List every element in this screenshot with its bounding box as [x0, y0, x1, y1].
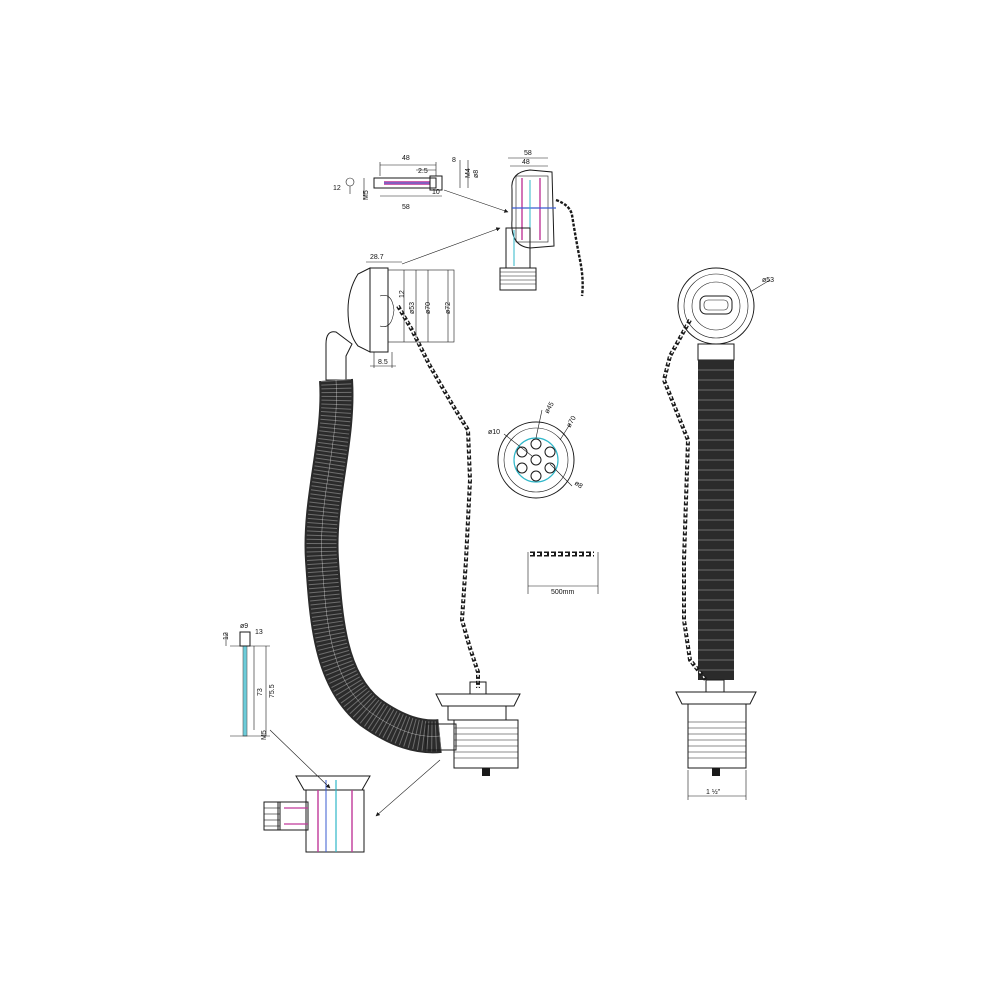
callout-arrow-2 — [401, 227, 501, 265]
dim-12: 12 — [399, 290, 406, 298]
overflow-screw-detail: 48 8 2.5 10 58 12 M5 M4 ø8 — [333, 155, 509, 213]
dim-73: 73 — [257, 688, 264, 696]
dim-58: 58 — [402, 204, 410, 211]
dim-m4: M4 — [465, 168, 472, 178]
waste-section-view — [263, 775, 371, 853]
grid-plan-view: ø10 ø45 ø70 ø8 — [488, 401, 584, 499]
front-view-assembly: ø53 — [661, 267, 774, 800]
callout-arrow-4 — [269, 729, 331, 789]
dim-m5: M5 — [363, 190, 370, 200]
dim-72: ø72 — [445, 302, 452, 314]
dim-13: 13 — [255, 629, 263, 636]
dim-58: 58 — [524, 150, 532, 157]
chain-left — [396, 304, 480, 688]
callout-arrow-1 — [443, 189, 509, 213]
flexible-hose — [304, 378, 442, 754]
dim-8: ø8 — [573, 480, 584, 490]
overflow-section-view: 58 48 — [499, 150, 584, 297]
dim-thread: 1 ½" — [706, 788, 721, 796]
dim-53: ø53 — [762, 277, 774, 284]
dim-9: ø9 — [240, 623, 248, 630]
dim-53: ø53 — [409, 302, 416, 314]
dim-8b: ø8 — [473, 170, 480, 178]
dim-12: 12 — [223, 632, 230, 640]
dim-2-5: 2.5 — [418, 168, 428, 175]
dim-70: ø70 — [425, 302, 432, 314]
callout-arrow-3 — [375, 759, 441, 817]
dim-12: 12 — [333, 185, 341, 192]
dim-28-7: 28.7 — [370, 254, 384, 261]
dim-70: ø70 — [566, 415, 578, 429]
dim-10: 10 — [432, 189, 440, 196]
dim-75-5: 75.5 — [269, 684, 276, 698]
dim-45: ø45 — [544, 401, 556, 415]
rod-detail: ø9 13 12 73 75.5 M5 — [223, 623, 331, 789]
dim-48: 48 — [402, 155, 410, 162]
waste-body-left — [425, 681, 521, 776]
dim-8-5: 8.5 — [378, 359, 388, 366]
chain-length-label: 500mm — [551, 589, 575, 596]
chain-length-sample: 500mm — [527, 551, 599, 596]
overflow-side-view: 28.7 ø53 ø70 ø72 12 8.5 — [325, 227, 501, 381]
dim-48: 48 — [522, 159, 530, 166]
dim-10: ø10 — [488, 429, 500, 436]
dim-m5: M5 — [261, 730, 268, 740]
dim-8: 8 — [452, 157, 456, 164]
